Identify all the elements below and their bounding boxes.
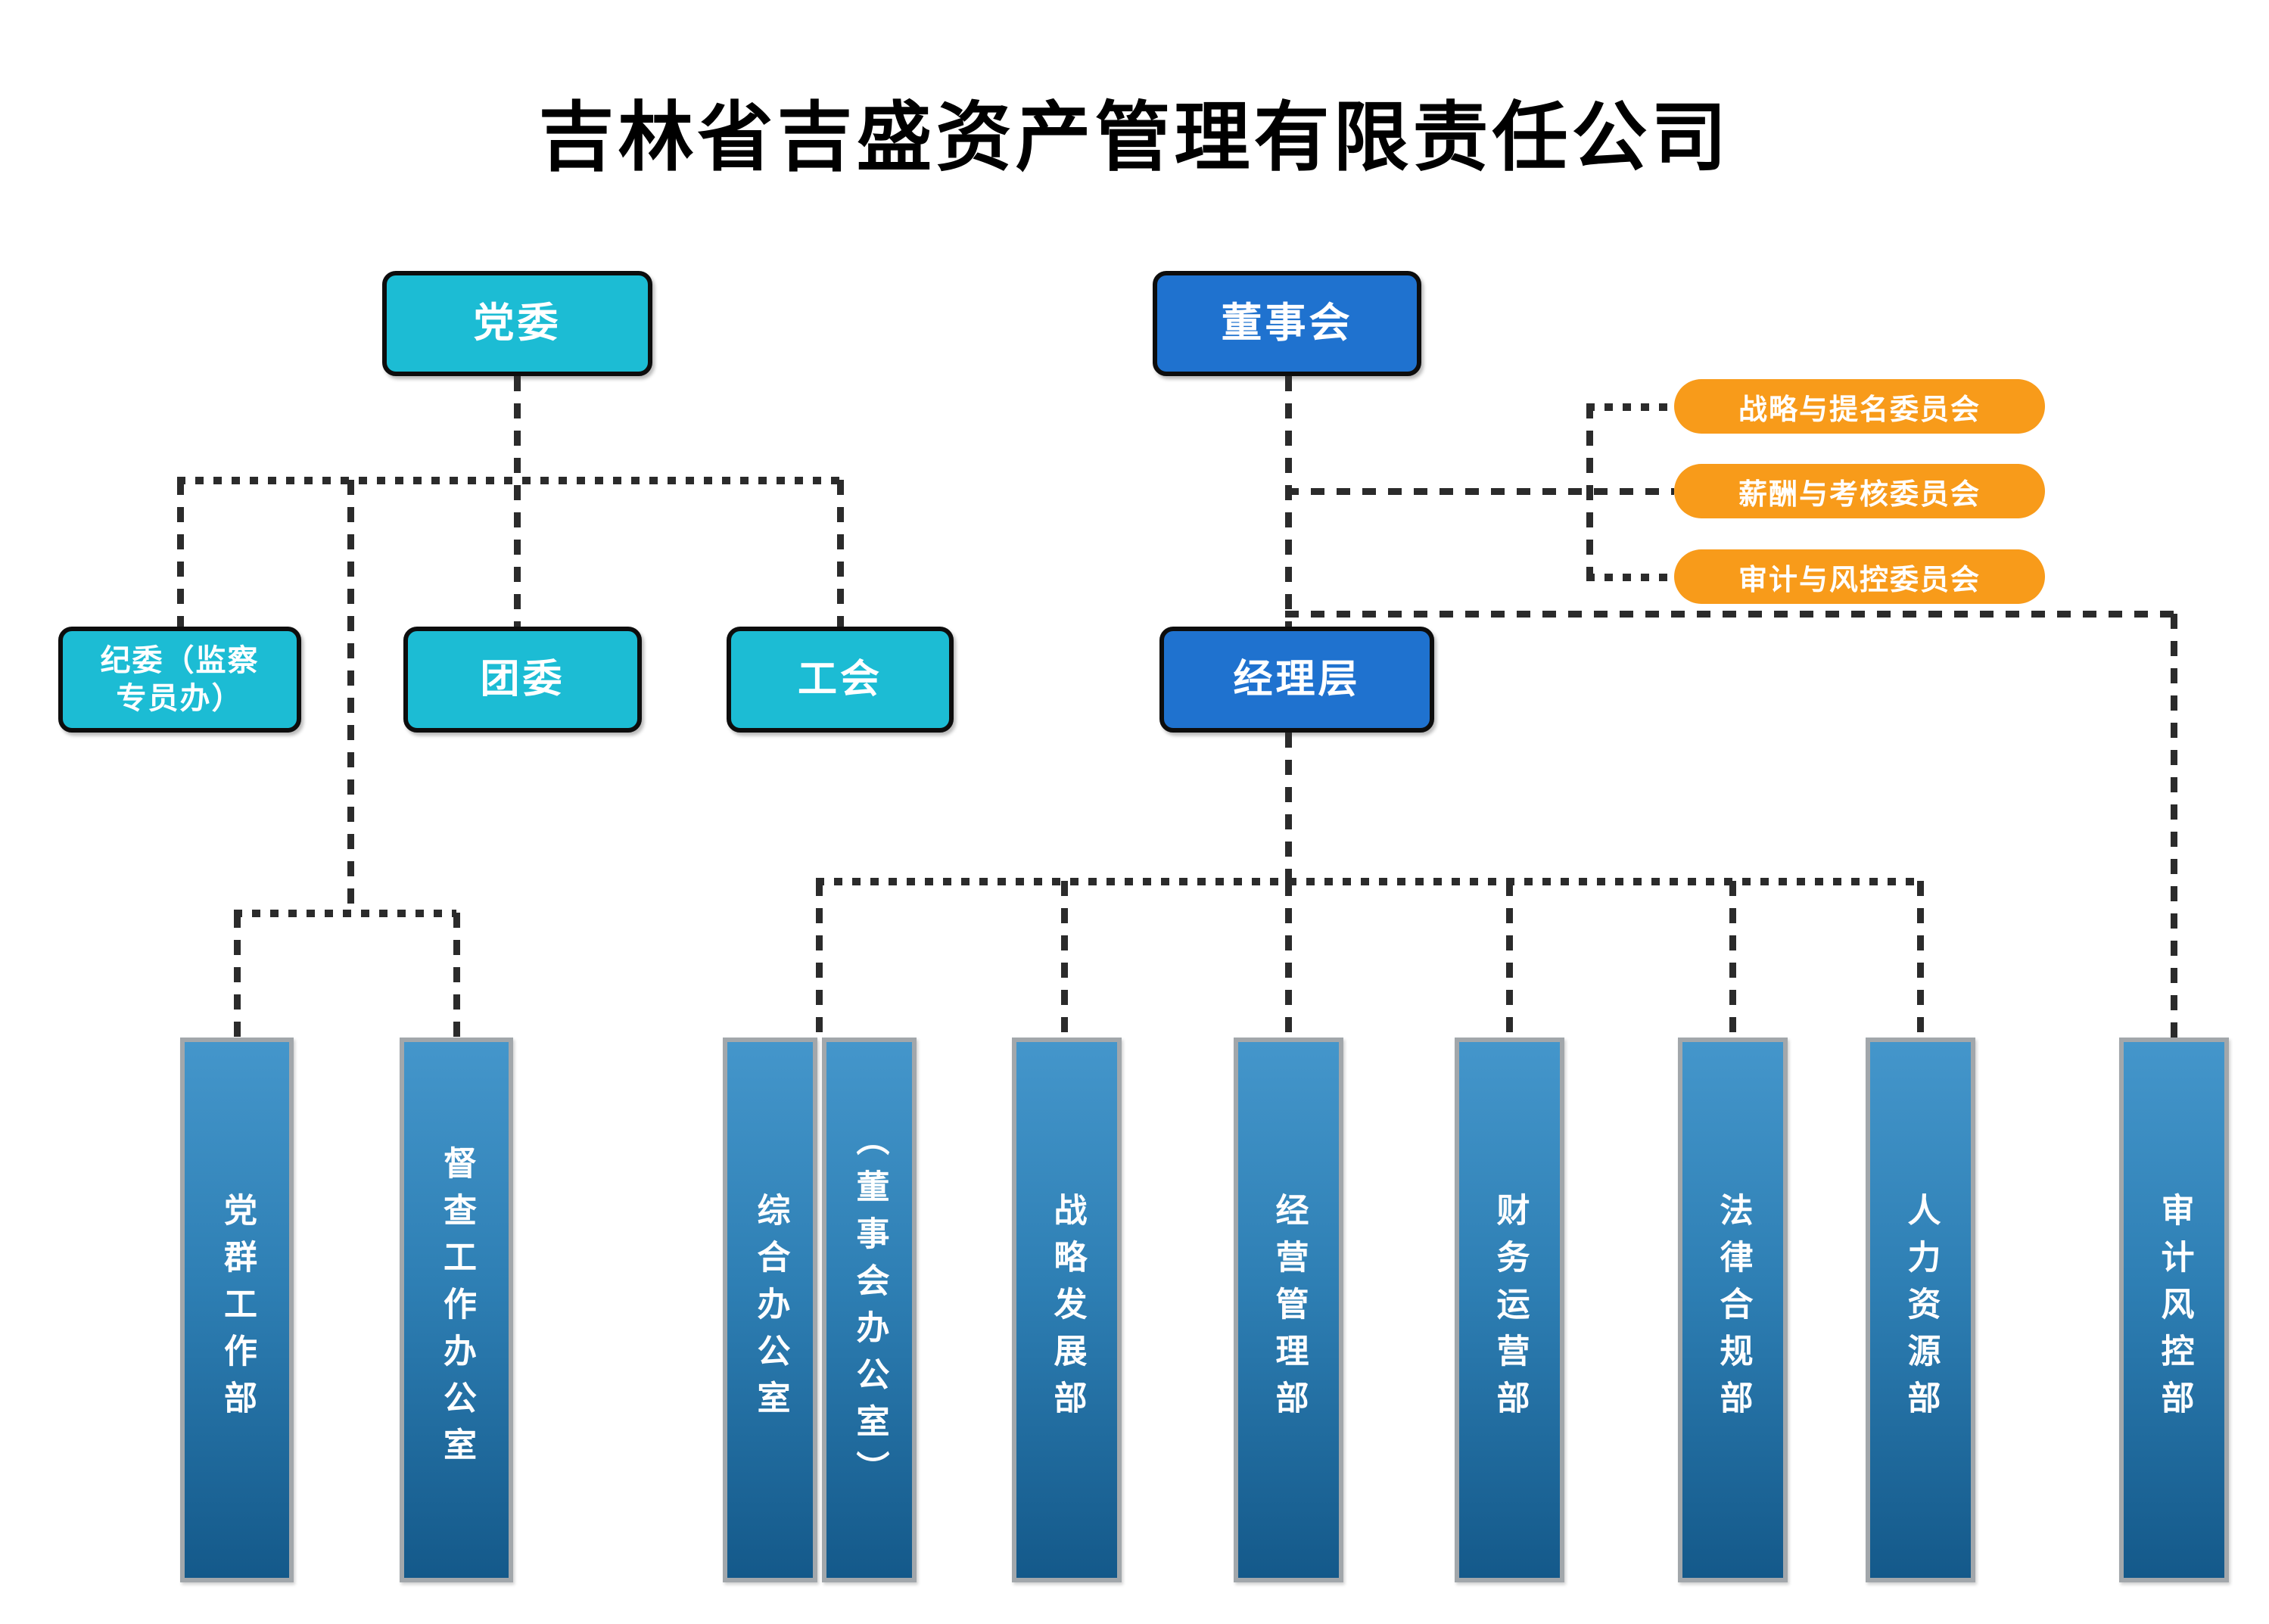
committee-label: 审计与风控委员会 (1738, 564, 1981, 596)
connector-line (1285, 733, 1292, 881)
node-board-label: 董事会 (1221, 300, 1353, 346)
connector-line (837, 480, 844, 627)
connector-line (1285, 488, 1674, 495)
node-audit-risk-committee: 审计与风控委员会 (1674, 549, 2045, 604)
node-management-label: 经理层 (1233, 657, 1361, 702)
dept-operations-management: 经营管理部 (1234, 1038, 1343, 1582)
connector-line (1285, 376, 1292, 627)
connector-line (816, 878, 1924, 885)
dept-label: 督查工作办公室 (438, 1146, 475, 1474)
connector-line (1285, 881, 1292, 1038)
page-title: 吉林省吉盛资产管理有限责任公司 (538, 95, 1731, 180)
dept-label: 战略发展部 (1048, 1193, 1086, 1427)
dept-supervision-office: 督查工作办公室 (400, 1038, 513, 1582)
node-youth-league: 团委 (403, 627, 642, 733)
committee-label: 薪酬与考核委员会 (1738, 478, 1981, 511)
connector-line (1917, 881, 1924, 1038)
dept-finance-operations: 财务运营部 (1455, 1038, 1564, 1582)
connector-line (177, 477, 843, 484)
connector-line (177, 480, 184, 627)
dept-party-mass-work: 党群工作部 (180, 1038, 294, 1582)
connector-line (1729, 881, 1736, 1038)
dept-label: 审计风控部 (2155, 1193, 2193, 1427)
dept-legal-compliance: 法律合规部 (1678, 1038, 1788, 1582)
connector-line (2171, 614, 2177, 1038)
node-discipline-committee: 纪委（监察 专员办） (58, 627, 301, 733)
dept-board-office: （董事会办公室） (822, 1038, 917, 1582)
node-labor-union-label: 工会 (797, 657, 882, 702)
connector-line (816, 881, 823, 1038)
connector-line (514, 376, 521, 627)
dept-label: 党群工作部 (219, 1193, 256, 1427)
connector-line (1506, 881, 1513, 1038)
dept-label: 经营管理部 (1270, 1193, 1308, 1427)
dept-label: （董事会办公室） (851, 1122, 889, 1498)
dept-label: 综合办公室 (752, 1193, 789, 1427)
dept-strategy-development: 战略发展部 (1012, 1038, 1122, 1582)
connector-line (234, 913, 241, 1038)
connector-line (1586, 403, 1674, 411)
node-compensation-assessment-committee: 薪酬与考核委员会 (1674, 464, 2045, 518)
node-strategy-nomination-committee: 战略与提名委员会 (1674, 379, 2045, 434)
node-party-committee: 党委 (382, 271, 652, 376)
dept-general-office: 综合办公室 (723, 1038, 817, 1582)
node-labor-union: 工会 (727, 627, 954, 733)
connector-line (453, 913, 460, 1038)
connector-line (234, 910, 456, 917)
dept-label: 法律合规部 (1714, 1193, 1752, 1427)
node-board: 董事会 (1153, 271, 1421, 376)
dept-label: 财务运营部 (1491, 1193, 1529, 1427)
connector-line (1586, 403, 1593, 580)
dept-human-resources: 人力资源部 (1866, 1038, 1975, 1582)
node-youth-league-label: 团委 (480, 657, 565, 702)
connector-line (347, 480, 354, 913)
connector-line (1061, 881, 1068, 1038)
connector-line (1285, 611, 2177, 618)
node-management: 经理层 (1159, 627, 1434, 733)
connector-line (1586, 574, 1674, 581)
dept-audit-risk-control: 审计风控部 (2119, 1038, 2229, 1582)
dept-label: 人力资源部 (1902, 1193, 1940, 1427)
committee-label: 战略与提名委员会 (1738, 394, 1981, 426)
node-discipline-committee-label: 纪委（监察 专员办） (100, 644, 260, 715)
node-party-committee-label: 党委 (473, 300, 562, 346)
